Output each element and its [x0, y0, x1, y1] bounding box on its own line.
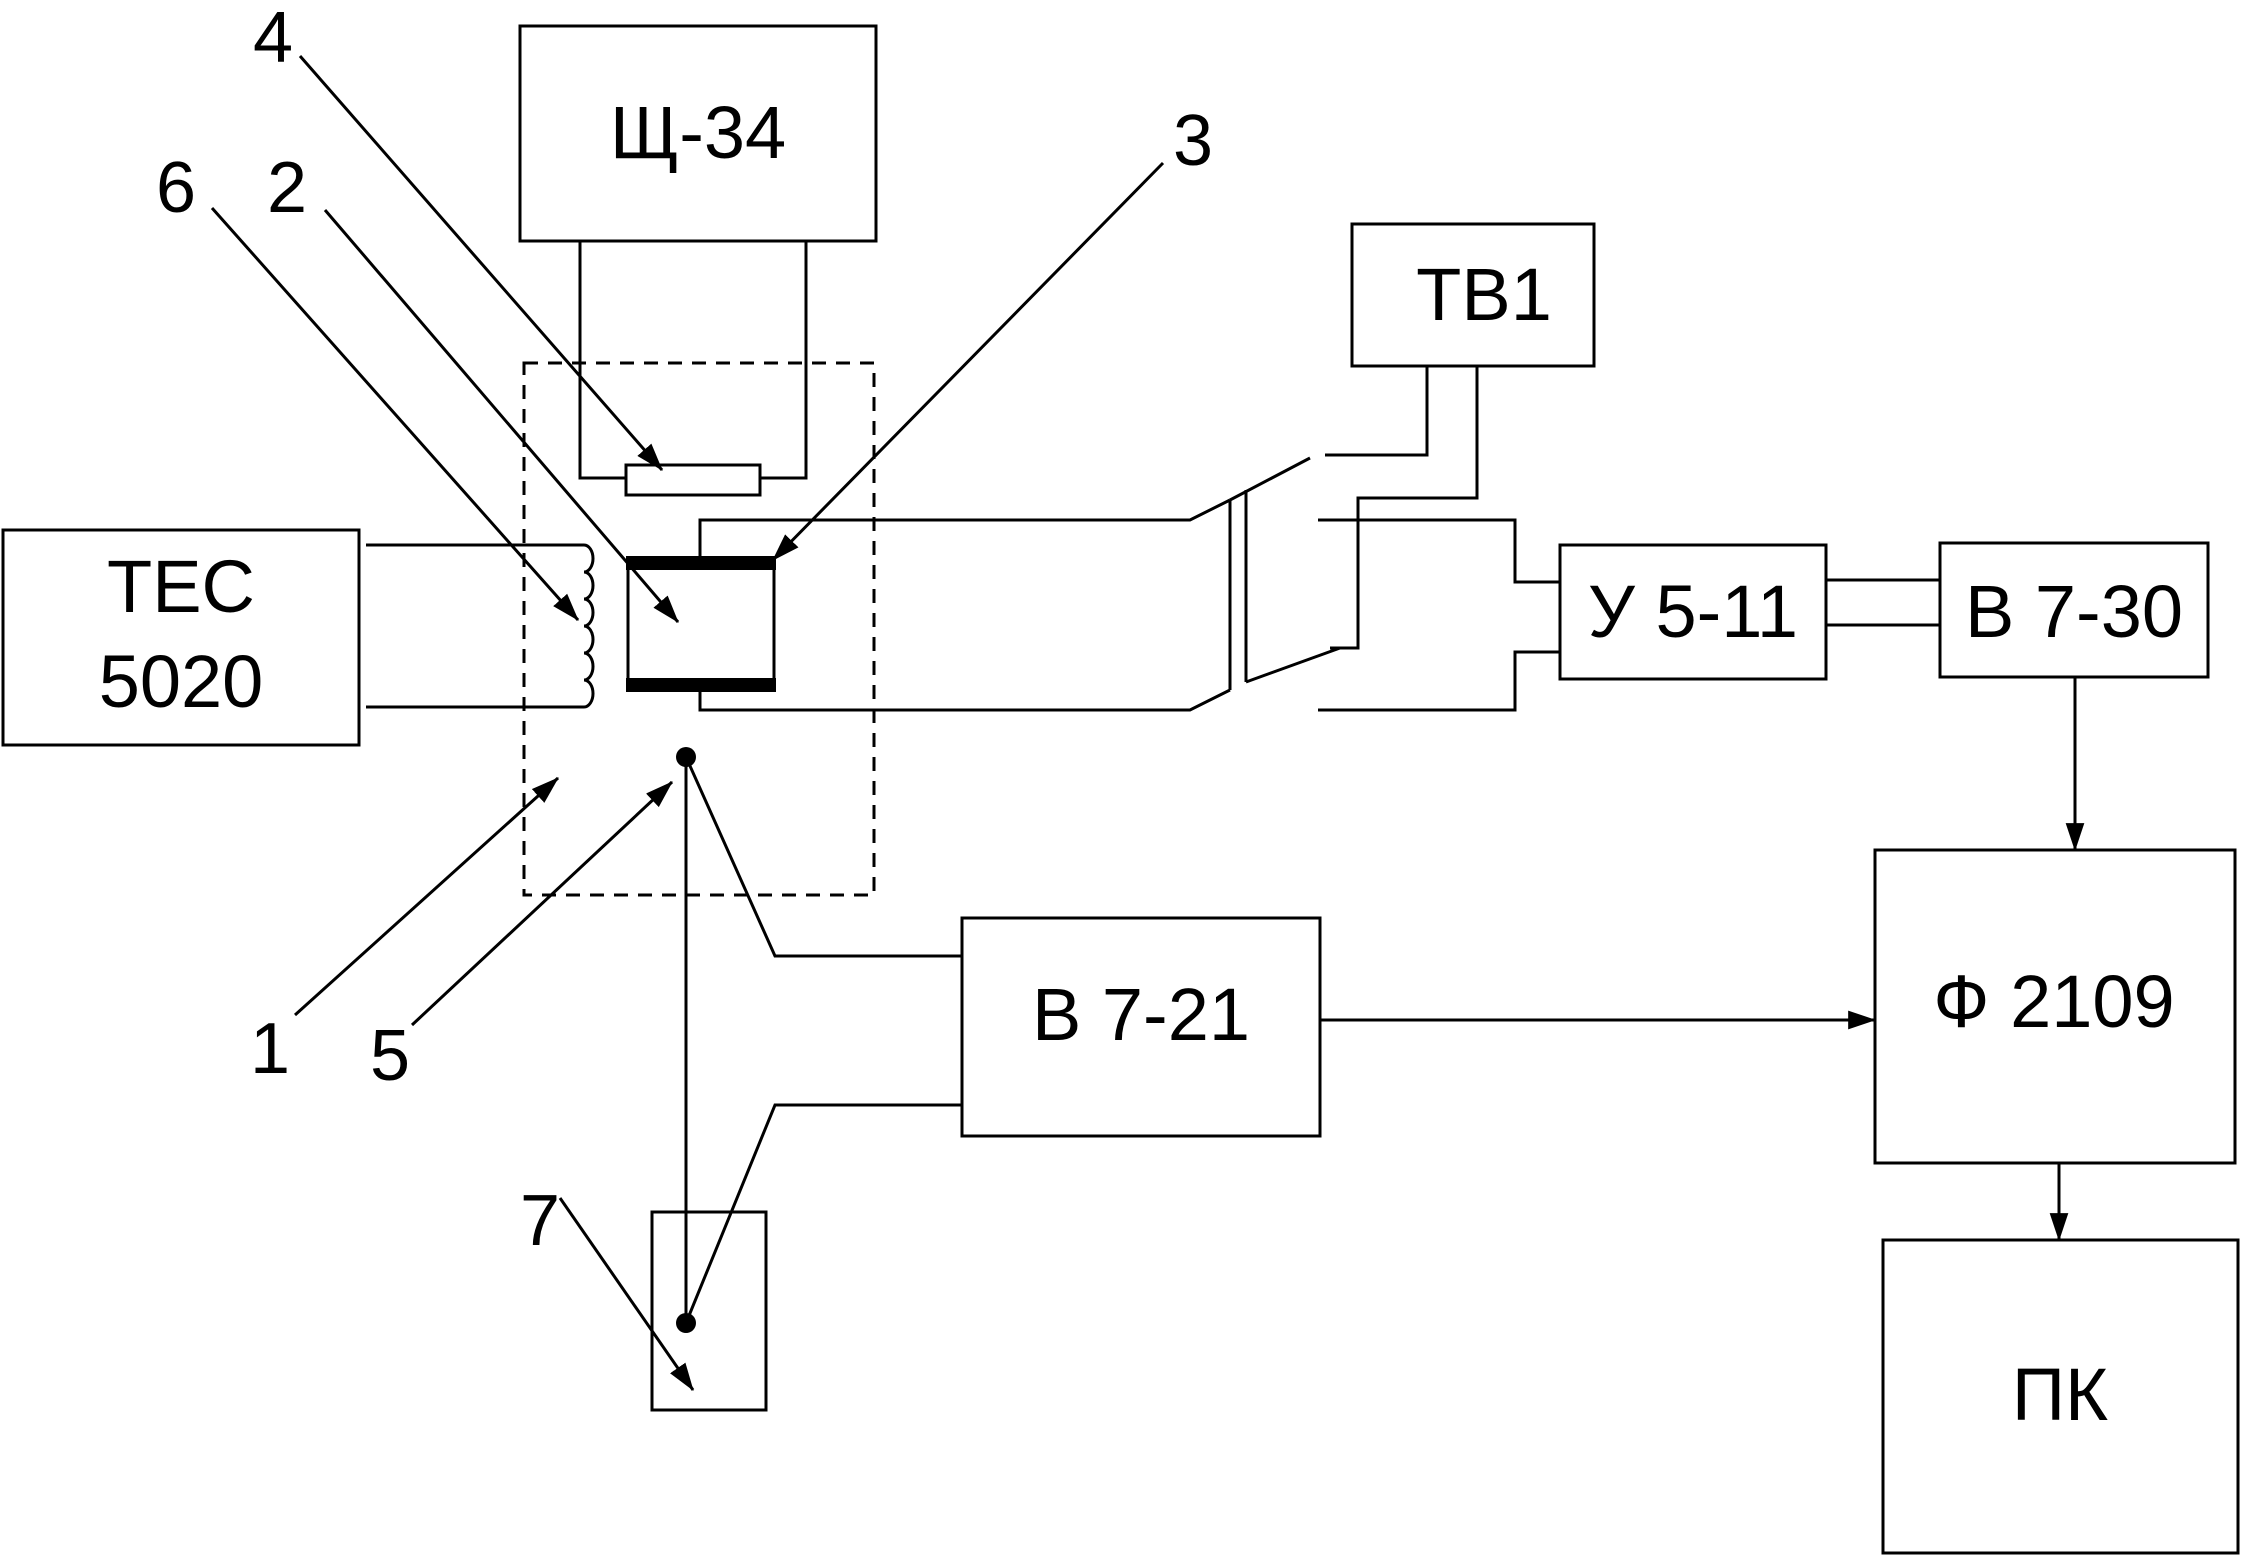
pk-label: ПК	[2012, 1353, 2108, 1436]
leader-5	[410, 780, 674, 1027]
tv1-block: ТВ1	[1350, 222, 1596, 368]
leader-2	[323, 209, 680, 623]
f2109-label: Ф 2109	[1933, 960, 2174, 1043]
leader-7	[558, 1197, 695, 1391]
u511-block: У 5-11	[1558, 543, 1828, 681]
v721-label: В 7-21	[1032, 973, 1250, 1056]
tes5020-label-line2: 5020	[99, 640, 264, 723]
shch34-label: Щ-34	[610, 91, 786, 174]
shch34-lead-left	[578, 241, 626, 480]
thermocouple-wire-hot	[684, 756, 962, 958]
leader-1	[293, 776, 560, 1017]
tv1-lead-right	[1330, 366, 1479, 650]
switch-blade-top	[1229, 456, 1311, 502]
callout-1: 1	[250, 1009, 290, 1089]
leader-3	[771, 161, 1165, 562]
line-upper	[698, 498, 1231, 563]
thermocouple-wire-cold	[684, 1103, 962, 1324]
tes5020-label-line1: ТЕС	[107, 545, 255, 628]
callout-4: 4	[253, 0, 293, 78]
tes5020-block: ТЕС 5020	[1, 528, 361, 747]
callout-3: 3	[1173, 101, 1213, 181]
u511-label: У 5-11	[1588, 570, 1798, 653]
leader-6	[210, 207, 580, 621]
callout-5: 5	[370, 1016, 410, 1096]
dewar-vessel-7	[650, 1210, 768, 1412]
heater-coil-6	[583, 543, 595, 709]
callout-7: 7	[520, 1181, 560, 1261]
callout-2: 2	[267, 148, 307, 228]
tv1-label: ТВ1	[1416, 253, 1552, 336]
sample-2	[626, 561, 776, 687]
chamber-enclosure	[522, 361, 876, 897]
shch34-lead-right	[760, 241, 808, 480]
leader-4	[298, 55, 664, 471]
v721-block: В 7-21	[960, 916, 1322, 1138]
resistor-4	[624, 463, 762, 497]
u511-lead-bottom	[1318, 650, 1560, 712]
u511-lead-top	[1318, 518, 1560, 584]
f2109-block: Ф 2109	[1873, 848, 2237, 1165]
tv1-lead-left	[1325, 366, 1429, 457]
shch34-block: Щ-34	[518, 24, 878, 243]
v730-label: В 7-30	[1965, 570, 2183, 653]
line-lower	[698, 685, 1231, 712]
v730-block: В 7-30	[1938, 541, 2210, 679]
callout-6: 6	[156, 148, 196, 228]
pk-block: ПК	[1881, 1238, 2240, 1555]
switch-blade-bottom	[1245, 646, 1341, 684]
